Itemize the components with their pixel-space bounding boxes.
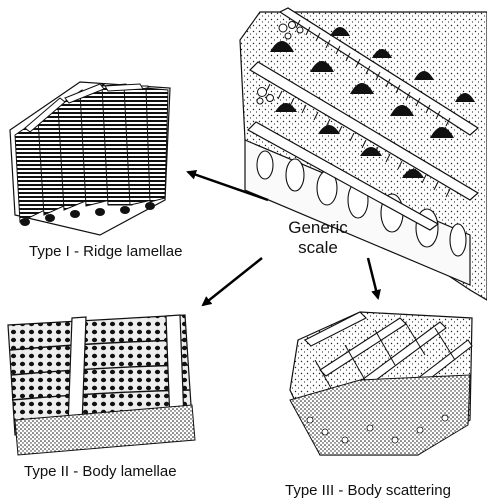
type1-illustration xyxy=(9,81,171,236)
generic-scale-label: Generic scale xyxy=(283,218,353,258)
arrows xyxy=(186,169,381,307)
generic-scale-label-line1: Generic xyxy=(288,218,348,237)
generic-scale-illustration xyxy=(239,7,487,301)
type3-illustration xyxy=(289,311,473,456)
arrow-to-type3 xyxy=(366,257,381,300)
type3-label: Type III - Body scattering xyxy=(285,482,451,499)
type2-label: Type II - Body lamellae xyxy=(24,463,177,480)
arrow-to-type1 xyxy=(186,169,269,202)
type2-illustration xyxy=(7,314,196,456)
generic-scale-label-line2: scale xyxy=(298,238,338,257)
type1-label: Type I - Ridge lamellae xyxy=(29,243,183,260)
arrow-to-type2 xyxy=(201,257,263,307)
